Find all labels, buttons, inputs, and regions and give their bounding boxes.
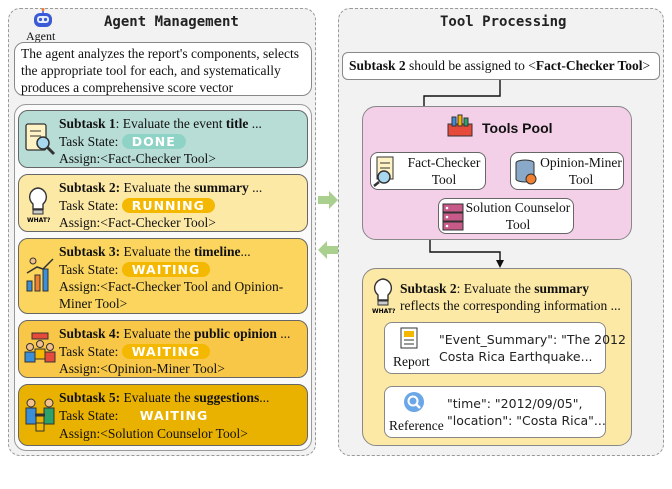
result-heading-line2: reflects the corresponding information .… [400, 298, 621, 313]
svg-text:WHAT?: WHAT? [372, 308, 396, 314]
report-document-icon [399, 327, 421, 356]
assign-text: Assign:<Fact-Checker Tool> [59, 215, 216, 230]
subtask-card-3[interactable]: Subtask 3: Evaluate the timeline... Task… [18, 238, 308, 314]
database-icon [513, 157, 539, 191]
team-meeting-icon [22, 331, 58, 372]
status-badge: WAITING [129, 408, 219, 423]
handshake-icon [22, 397, 58, 440]
reference-label: Reference [389, 418, 444, 433]
tool-processing-title: Tool Processing [440, 14, 567, 30]
status-badge: WAITING [121, 262, 211, 277]
subtask-card-1[interactable]: Subtask 1: Evaluate the event title ... … [18, 110, 308, 168]
lightbulb-icon: WHAT? [370, 276, 396, 319]
server-icon [441, 202, 467, 236]
reference-card[interactable]: Reference "time": "2012/09/05","location… [384, 386, 606, 438]
assign-text: Assign:<Fact-Checker Tool> [59, 151, 216, 166]
arrow-left-icon [316, 240, 340, 265]
agent-description: The agent analyzes the report's componen… [14, 42, 312, 96]
svg-text:WHAT?: WHAT? [27, 217, 51, 223]
growth-chart-icon [23, 255, 57, 300]
subtask-number: Subtask 4: [59, 326, 121, 341]
subtask-card-2[interactable]: WHAT? Subtask 2: Evaluate the summary ..… [18, 174, 308, 232]
toolbox-icon [446, 114, 474, 143]
agent-label: Agent [26, 29, 56, 43]
subtask-card-5[interactable]: Subtask 5: Evaluate the suggestions... T… [18, 384, 308, 446]
status-badge: WAITING [121, 344, 211, 359]
subtask-number: Subtask 5: [59, 390, 121, 405]
result-heading: Subtask 2: Evaluate the summary [400, 281, 590, 296]
subtask-number: Subtask 1 [59, 116, 116, 131]
status-badge: DONE [121, 134, 186, 149]
search-icon [403, 391, 425, 418]
checklist-magnifier-icon [373, 155, 403, 191]
tools-pool-title: Tools Pool [482, 120, 553, 136]
subtask-number: Subtask 2: [59, 180, 121, 195]
lightbulb-icon: WHAT? [25, 185, 51, 228]
agent-management-title: Agent Management [104, 14, 239, 30]
assign-text: Assign:<Opinion-Miner Tool> [59, 361, 225, 376]
assign-text: Assign:<Solution Counselor Tool> [59, 426, 248, 441]
subtask-card-4[interactable]: Subtask 4: Evaluate the public opinion .… [18, 320, 308, 378]
arrow-right-icon [316, 190, 340, 215]
assign-text: Assign:<Fact-Checker Tool and Opinion-Mi… [59, 279, 284, 311]
assignment-box: Subtask 2 should be assigned to <Fact-Ch… [342, 52, 660, 80]
magnifier-document-icon [23, 121, 57, 162]
reference-text: "time": "2012/09/05","location": "Costa … [447, 396, 606, 428]
subtask-number: Subtask 3: [59, 244, 121, 259]
report-label: Report [393, 354, 430, 369]
status-badge: RUNNING [121, 198, 215, 213]
robot-agent-icon [30, 8, 56, 30]
